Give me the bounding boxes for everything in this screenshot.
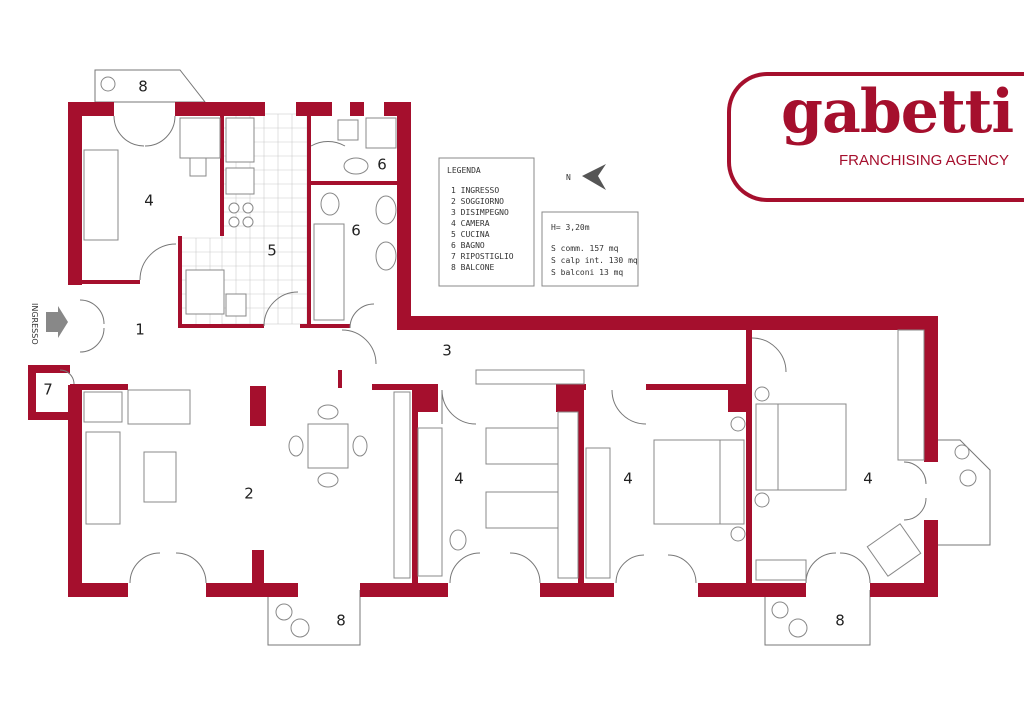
legend-item: 3 DISIMPEGNO bbox=[451, 208, 509, 217]
balcony-left-outline bbox=[267, 590, 361, 646]
furniture bbox=[83, 76, 977, 638]
room-label-living: 2 bbox=[244, 485, 254, 503]
room-label-bedroom-top: 4 bbox=[144, 192, 154, 210]
entrance-arrow-icon bbox=[46, 306, 68, 338]
brand-name: gabetti bbox=[781, 77, 1014, 147]
room-label-bath-small: 6 bbox=[377, 156, 387, 174]
legend-item: 6 BAGNO bbox=[451, 241, 485, 250]
legend-box: LEGENDA 1 INGRESSO 2 SOGGIORNO 3 DISIMPE… bbox=[438, 157, 535, 287]
brand-tagline: FRANCHISING AGENCY bbox=[839, 152, 1010, 169]
legend-item: 1 INGRESSO bbox=[451, 186, 499, 195]
north-label: N bbox=[566, 173, 571, 182]
walls bbox=[28, 102, 938, 597]
info-height: H= 3,20m bbox=[551, 223, 590, 232]
room-label-balcony-right: 8 bbox=[835, 612, 845, 630]
north-arrow-icon: N bbox=[566, 164, 606, 190]
info-box: H= 3,20m S comm. 157 mq S calp int. 130 … bbox=[541, 211, 639, 287]
legend-item: 8 BALCONE bbox=[451, 263, 495, 272]
legend-item: 5 CUCINA bbox=[451, 230, 490, 239]
room-label-balcony-top: 8 bbox=[138, 78, 148, 96]
room-label-bedroom-a: 4 bbox=[454, 470, 464, 488]
room-label-bedroom-b: 4 bbox=[623, 470, 633, 488]
room-label-entrance: 1 bbox=[135, 321, 145, 339]
brand-logo: gabetti FRANCHISING AGENCY bbox=[727, 72, 1024, 202]
doors bbox=[59, 115, 927, 584]
info-line: S comm. 157 mq bbox=[551, 244, 619, 253]
legend-title: LEGENDA bbox=[447, 166, 481, 175]
entrance-label-text: INGRESSO bbox=[30, 303, 39, 345]
info-line: S balconi 13 mq bbox=[551, 268, 623, 277]
room-labels: 8 4 5 6 6 1 7 3 2 4 4 4 8 8 bbox=[43, 78, 873, 630]
room-label-kitchen: 5 bbox=[267, 242, 277, 260]
balcony-right-outline bbox=[764, 590, 871, 646]
room-label-bedroom-c: 4 bbox=[863, 470, 873, 488]
legend-item: 4 CAMERA bbox=[451, 219, 490, 228]
room-label-bath-large: 6 bbox=[351, 222, 361, 240]
info-line: S calp int. 130 mq bbox=[551, 256, 638, 265]
balcony-side-outline bbox=[935, 439, 991, 546]
room-label-hall: 3 bbox=[442, 342, 452, 360]
legend-item: 7 RIPOSTIGLIO bbox=[451, 252, 514, 261]
entrance-label: INGRESSO bbox=[28, 303, 40, 351]
room-label-storage: 7 bbox=[43, 381, 53, 399]
room-label-balcony-left: 8 bbox=[336, 612, 346, 630]
legend-item: 2 SOGGIORNO bbox=[451, 197, 504, 206]
